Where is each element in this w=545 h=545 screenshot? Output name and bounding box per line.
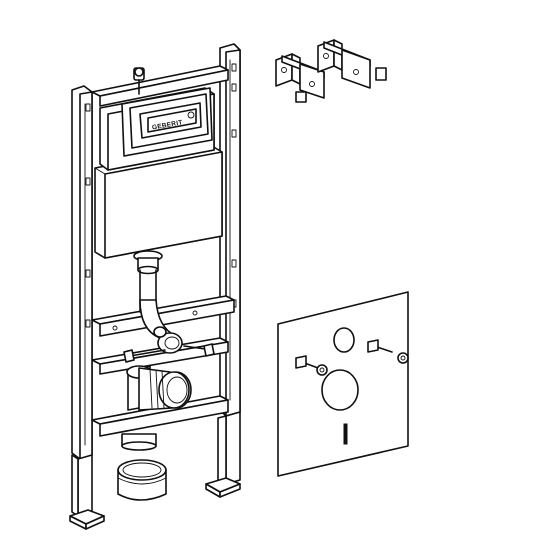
frame-top-rail	[91, 65, 229, 107]
drain-connector	[121, 365, 192, 451]
concealed-cistern: GEBERIT	[94, 67, 223, 313]
water-inlet-valve	[133, 67, 145, 95]
wall-bracket-left	[275, 53, 325, 103]
threaded-rods	[123, 343, 215, 363]
flush-pipe-outlet	[133, 250, 163, 313]
mounting-bolt-right	[367, 339, 409, 364]
cable-slot	[343, 423, 348, 445]
drain-hole	[321, 369, 359, 411]
flush-bend	[139, 299, 183, 354]
mounting-bolt-left	[295, 355, 328, 376]
frame-pan-rail	[91, 295, 235, 337]
flush-bend-hole	[333, 327, 355, 353]
sound-insulation-plate	[277, 291, 409, 477]
wall-brackets	[275, 39, 387, 103]
frame-bottom-rail	[91, 395, 229, 437]
frame-left-post	[69, 85, 105, 530]
installation-frame	[69, 43, 241, 530]
wall-bracket-right	[317, 39, 387, 89]
flush-plate-frame: GEBERIT	[121, 87, 213, 157]
frame-right-post	[205, 43, 241, 498]
pipe-sleeve	[117, 459, 167, 501]
